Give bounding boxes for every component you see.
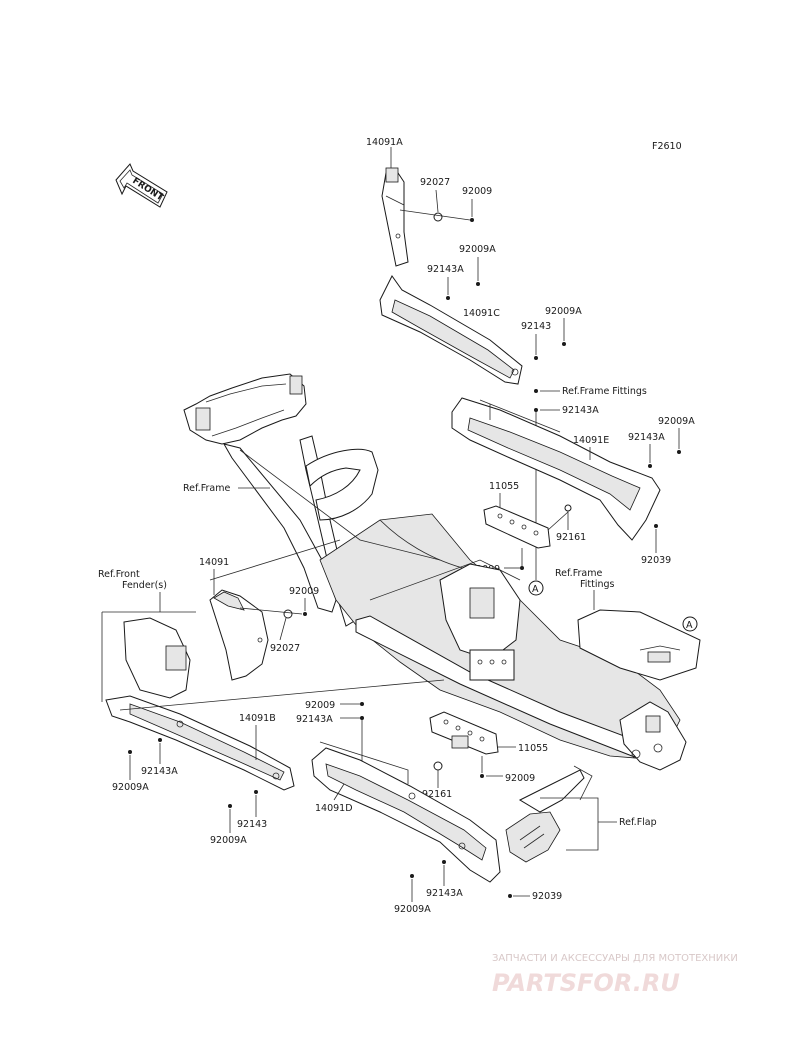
label-92009A-6: 92009A	[394, 904, 431, 915]
label-92009-low: 92009	[305, 700, 335, 711]
main-frame	[183, 373, 687, 771]
cover-14091B	[105, 695, 295, 791]
label-92009A-3: 92009A	[658, 416, 695, 427]
label-92143A-5: 92143A	[296, 714, 333, 725]
label-92039-top: 92039	[641, 555, 671, 566]
watermark-tagline: ЗАПЧАСТИ И АКСЕССУАРЫ ДЛЯ МОТОТЕХНИКИ	[492, 953, 738, 964]
label-ref-front-fender-b: Fender(s)	[122, 580, 167, 591]
label-92143A-2: 92143A	[562, 405, 599, 416]
cover-14091D	[311, 747, 501, 883]
label-14091C: 14091C	[463, 308, 500, 319]
label-92009A-5: 92009A	[210, 835, 247, 846]
cover-14091	[209, 589, 269, 681]
label-11055-top: 11055	[489, 481, 519, 492]
figure-code: F2610	[652, 141, 682, 152]
front-arrow-icon: FRONT	[115, 163, 168, 208]
bracket-11055-top	[483, 505, 551, 549]
label-92161-low: 92161	[422, 789, 452, 800]
bracket-11055-low	[429, 711, 499, 755]
label-92009-left: 92009	[289, 586, 319, 597]
washer-icon	[433, 212, 443, 222]
flap-assembly	[505, 765, 593, 863]
label-92143A-3: 92143A	[628, 432, 665, 443]
label-92143A-6: 92143A	[426, 888, 463, 899]
label-92161-top: 92161	[556, 532, 586, 543]
label-92009A-2: 92009A	[545, 306, 582, 317]
label-92027-left: 92027	[270, 643, 300, 654]
cover-14091E	[451, 397, 661, 541]
label-92143A-4: 92143A	[141, 766, 178, 777]
callout-a-right	[682, 616, 698, 632]
label-14091: 14091	[199, 557, 229, 568]
frame-fittings-plate	[577, 609, 701, 681]
label-ref-front-fender-a: Ref.Front	[98, 569, 140, 580]
label-ref-frame-fittings-2b: Fittings	[580, 579, 615, 590]
label-92009A-4: 92009A	[112, 782, 149, 793]
label-ref-flap: Ref.Flap	[619, 817, 657, 828]
label-92143-1: 92143	[521, 321, 551, 332]
watermark-brand: PARTSFOR.RU	[492, 969, 680, 997]
label-ref-frame: Ref.Frame	[183, 483, 230, 494]
cover-14091A	[381, 167, 409, 267]
callout-a-right-text: A	[686, 620, 693, 631]
label-92009-top: 92009	[462, 186, 492, 197]
label-14091B: 14091B	[239, 713, 276, 724]
label-14091D: 14091D	[315, 803, 353, 814]
label-92027-top: 92027	[420, 177, 450, 188]
front-fender-bracket	[123, 617, 191, 699]
cover-14091C	[379, 275, 523, 385]
label-14091A: 14091A	[366, 137, 403, 148]
label-92009A-1: 92009A	[459, 244, 496, 255]
label-92143A-1: 92143A	[427, 264, 464, 275]
callout-a-top-text: A	[532, 584, 539, 595]
label-92039-low: 92039	[532, 891, 562, 902]
label-14091E: 14091E	[573, 435, 609, 446]
label-92009-low2: 92009	[505, 773, 535, 784]
label-ref-frame-fittings-top: Ref.Frame Fittings	[562, 386, 647, 397]
callout-a-top	[528, 580, 544, 596]
label-11055-low: 11055	[518, 743, 548, 754]
label-ref-frame-fittings-2a: Ref.Frame	[555, 568, 602, 579]
label-92143-2: 92143	[237, 819, 267, 830]
